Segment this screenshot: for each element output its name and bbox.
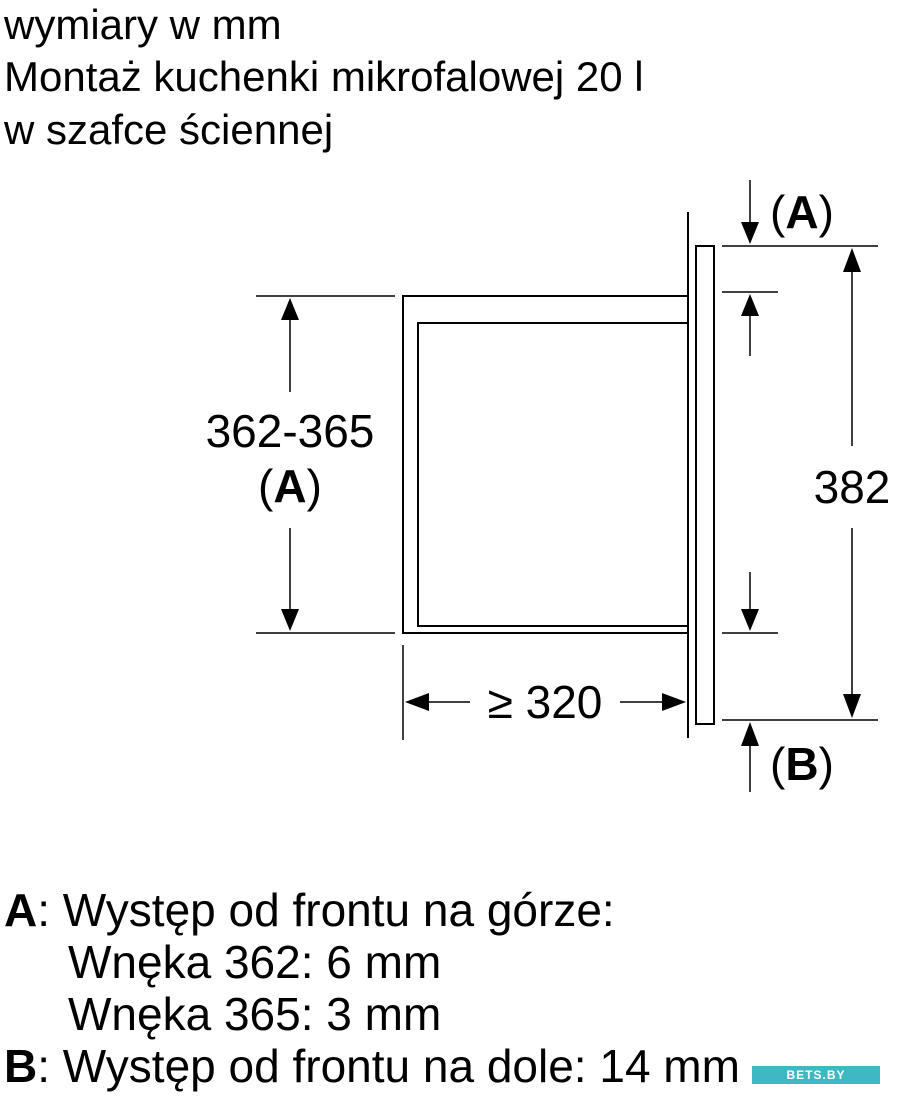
legend-a-text: : Występ od frontu na górze: bbox=[37, 884, 615, 936]
watermark-logo: BETS.BY bbox=[752, 1066, 880, 1084]
label-total-height: 382 bbox=[814, 461, 891, 513]
label-b-bottom: (B) bbox=[770, 738, 834, 790]
legend: A: Występ od frontu na górze: Wnęka 362:… bbox=[4, 884, 740, 1092]
cabinet-outline bbox=[402, 295, 688, 634]
arrow-382-up bbox=[843, 248, 861, 272]
arrow-b-bottom-up bbox=[741, 722, 759, 746]
arrow-left-down bbox=[281, 609, 299, 631]
label-height-value: 362-365 bbox=[206, 405, 375, 457]
legend-b-row: B: Występ od frontu na dole: 14 mm bbox=[4, 1040, 740, 1092]
legend-a-line2: Wnęka 362: 6 mm bbox=[68, 936, 442, 988]
arrow-a-top-down bbox=[741, 222, 759, 244]
arrow-a-inner-up bbox=[741, 294, 759, 316]
legend-b-text: : Występ od frontu na dole: 14 mm bbox=[37, 1040, 740, 1092]
arrow-left-up bbox=[281, 298, 299, 320]
legend-a-row: A: Występ od frontu na górze: bbox=[4, 884, 740, 936]
legend-b-key: B bbox=[4, 1040, 38, 1092]
header-title: Montaż kuchenki mikrofalowej 20 l bbox=[4, 53, 644, 100]
microwave-body bbox=[417, 322, 688, 627]
arrow-382-down bbox=[843, 694, 861, 718]
header-units: wymiary w mm bbox=[4, 1, 282, 48]
legend-a-key: A bbox=[4, 884, 38, 936]
arrow-depth-left bbox=[405, 693, 429, 711]
arrow-b-inner-down bbox=[741, 609, 759, 631]
front-door-panel bbox=[695, 245, 715, 725]
label-a-top: (A) bbox=[770, 186, 834, 238]
header-subtitle: w szafce ściennej bbox=[4, 106, 334, 153]
legend-a-line3: Wnęka 365: 3 mm bbox=[68, 988, 442, 1040]
label-depth: ≥ 320 bbox=[488, 676, 603, 728]
arrow-depth-right bbox=[662, 693, 686, 711]
label-height-key: (A) bbox=[258, 460, 322, 512]
